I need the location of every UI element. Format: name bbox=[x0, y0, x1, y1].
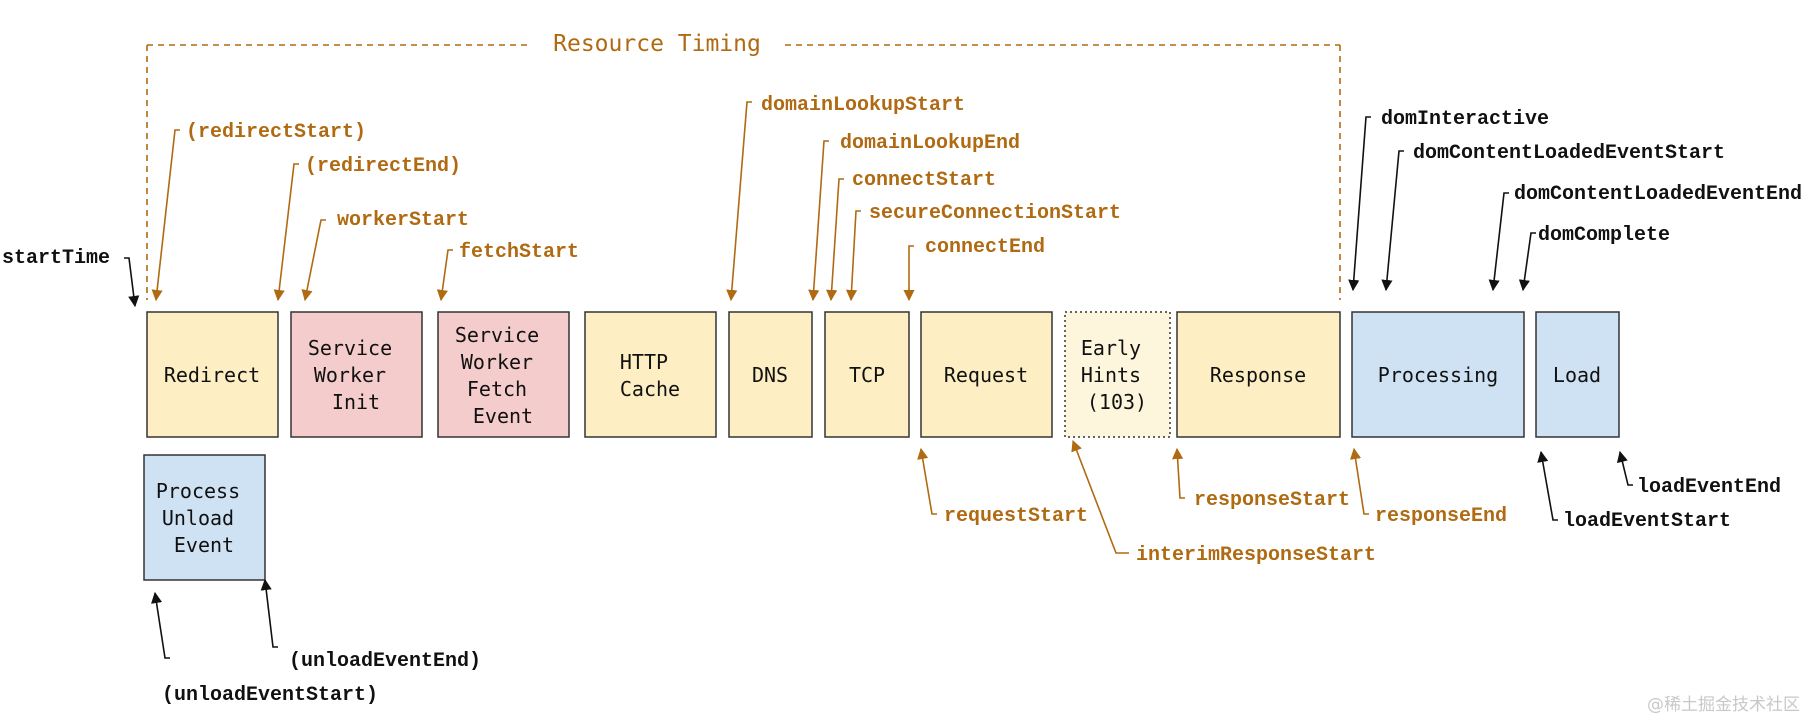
redirect-end-label: (redirectEnd) bbox=[305, 155, 461, 178]
phase-request: Request bbox=[920, 311, 1053, 438]
response-start-label: responseStart bbox=[1194, 489, 1350, 512]
phase-dns: DNS bbox=[728, 311, 813, 438]
request-label: Request bbox=[944, 363, 1028, 387]
dom-complete-label: domComplete bbox=[1538, 224, 1670, 247]
load-event-end-label: loadEventEnd bbox=[1637, 476, 1781, 499]
domain-lookup-end-label: domainLookupEnd bbox=[840, 132, 1020, 155]
secure-connection-start-arrow bbox=[845, 210, 861, 302]
unload-event-start-arrow bbox=[150, 591, 170, 659]
load-label: Load bbox=[1553, 363, 1601, 387]
worker-start-arrow bbox=[301, 219, 326, 302]
resource-timing-title: Resource Timing bbox=[553, 31, 761, 57]
early-hints-label: Early Hints (103) bbox=[1081, 336, 1153, 414]
dom-interactive-arrow bbox=[1348, 116, 1371, 292]
request-start-label: requestStart bbox=[944, 505, 1088, 528]
response-start-arrow bbox=[1172, 447, 1185, 499]
response-end-arrow bbox=[1349, 447, 1369, 515]
dom-content-loaded-end-arrow bbox=[1488, 192, 1509, 292]
worker-start-label: workerStart bbox=[337, 209, 469, 232]
phase-tcp: TCP bbox=[824, 311, 910, 438]
connect-start-arrow bbox=[826, 178, 844, 302]
phase-load: Load bbox=[1535, 311, 1620, 438]
phase-process-unload-event: Process Unload Event bbox=[143, 454, 266, 581]
resource-timing-bracket bbox=[146, 44, 1341, 300]
redirect-end-arrow bbox=[273, 163, 299, 302]
redirect-start-label: (redirectStart) bbox=[186, 121, 366, 144]
process-unload-label: Process Unload Event bbox=[156, 479, 252, 557]
response-label: Response bbox=[1210, 363, 1306, 387]
dom-interactive-label: domInteractive bbox=[1381, 108, 1549, 131]
phase-early-hints: Early Hints (103) bbox=[1064, 311, 1171, 438]
redirect-label: Redirect bbox=[164, 363, 260, 387]
fetch-start-label: fetchStart bbox=[459, 241, 579, 264]
domain-lookup-start-arrow bbox=[726, 101, 752, 302]
secure-connection-start-label: secureConnectionStart bbox=[869, 202, 1121, 225]
phase-service-worker-init: Service Worker Init bbox=[290, 311, 423, 438]
connect-end-label: connectEnd bbox=[925, 236, 1045, 259]
redirect-start-arrow bbox=[151, 129, 180, 302]
service-worker-fetch-label: Service Worker Fetch Event bbox=[455, 323, 551, 428]
interim-response-start-label: interimResponseStart bbox=[1136, 544, 1376, 567]
dns-label: DNS bbox=[752, 363, 788, 387]
tcp-label: TCP bbox=[849, 363, 885, 387]
load-event-end-arrow bbox=[1616, 450, 1633, 486]
dom-complete-arrow bbox=[1518, 232, 1536, 292]
load-event-start-arrow bbox=[1537, 450, 1558, 521]
domain-lookup-end-arrow bbox=[808, 140, 829, 302]
phase-service-worker-fetch-event: Service Worker Fetch Event bbox=[437, 311, 570, 438]
connect-end-arrow bbox=[903, 245, 915, 302]
unload-event-end-arrow bbox=[260, 578, 278, 648]
response-end-label: responseEnd bbox=[1375, 505, 1507, 528]
fetch-start-arrow bbox=[436, 249, 453, 302]
processing-label: Processing bbox=[1378, 363, 1498, 387]
domain-lookup-start-label: domainLookupStart bbox=[761, 94, 965, 117]
phase-processing: Processing bbox=[1351, 311, 1525, 438]
dom-content-loaded-event-end-label: domContentLoadedEventEnd bbox=[1514, 183, 1802, 206]
interim-response-start-arrow bbox=[1071, 439, 1129, 554]
start-time-label: startTime bbox=[2, 247, 110, 270]
phase-http-cache: HTTP Cache bbox=[584, 311, 717, 438]
request-start-arrow bbox=[917, 447, 937, 515]
start-time-arrow bbox=[124, 257, 140, 308]
unload-event-end-label: (unloadEventEnd) bbox=[289, 650, 481, 673]
connect-start-label: connectStart bbox=[852, 169, 996, 192]
service-worker-init-label: Service Worker Init bbox=[308, 336, 404, 414]
unload-event-start-label: (unloadEventStart) bbox=[162, 684, 378, 707]
phase-redirect: Redirect bbox=[146, 311, 279, 438]
watermark: @稀土掘金技术社区 bbox=[1647, 695, 1800, 715]
http-cache-label: HTTP Cache bbox=[620, 350, 680, 401]
dom-content-loaded-event-start-label: domContentLoadedEventStart bbox=[1413, 142, 1725, 165]
dom-content-loaded-start-arrow bbox=[1381, 150, 1404, 292]
load-event-start-label: loadEventStart bbox=[1563, 510, 1731, 533]
phase-response: Response bbox=[1176, 311, 1341, 438]
